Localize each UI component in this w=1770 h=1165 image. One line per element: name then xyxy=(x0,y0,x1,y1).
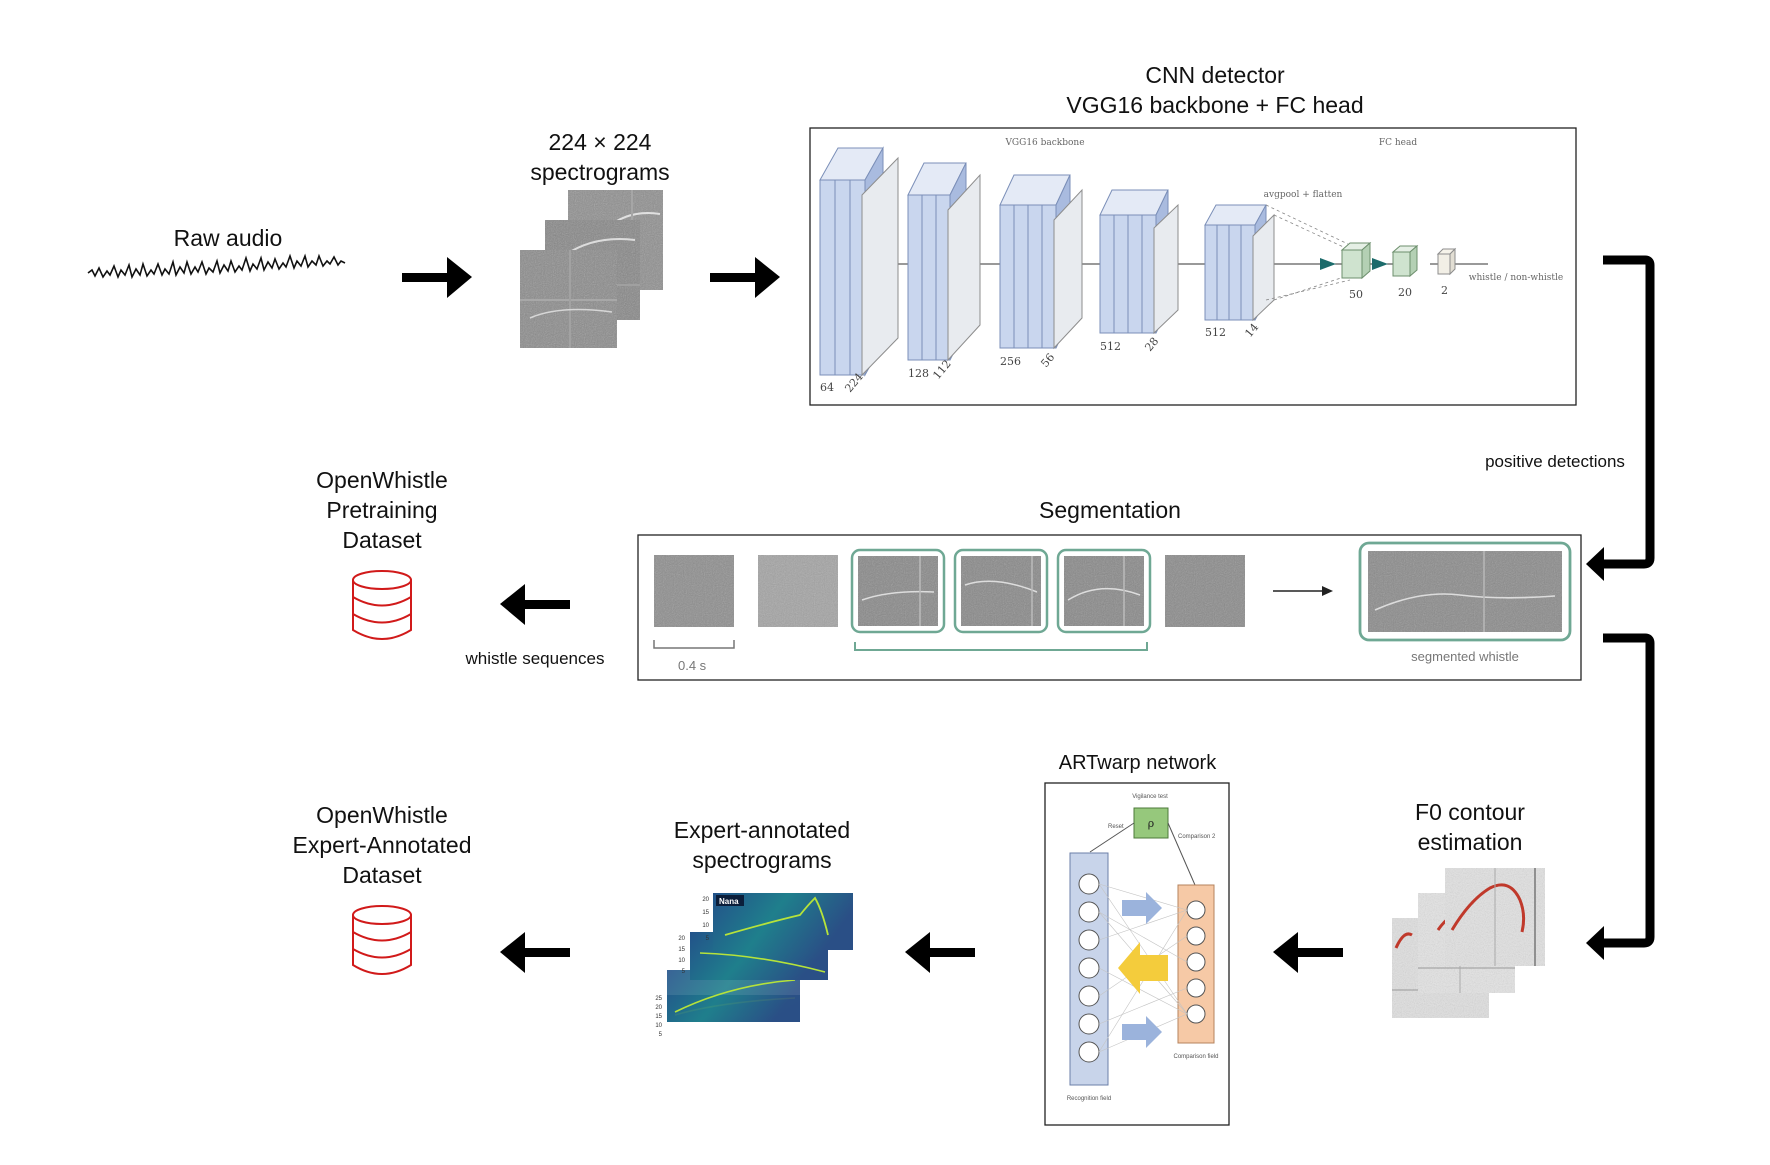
f0-contour-stack xyxy=(1392,868,1545,1018)
tick-a-0: 20 xyxy=(702,897,709,903)
vgg-block-3-channels: 256 xyxy=(1000,355,1021,368)
fc-layer-20-label: 20 xyxy=(1398,286,1412,299)
waveform xyxy=(87,253,346,280)
vgg-block-1-channels: 64 xyxy=(820,381,834,394)
vgg-block-2-channels: 128 xyxy=(908,367,929,380)
vgg-block-4-channels: 512 xyxy=(1100,340,1121,353)
tick-c-1: 20 xyxy=(655,1005,662,1011)
seg-scale-label: 0.4 s xyxy=(678,658,707,673)
cnn-head-label: FC head xyxy=(1379,138,1417,148)
database-icon xyxy=(352,905,412,975)
tick-c-3: 10 xyxy=(655,1023,662,1029)
cnn-detector-title: CNN detector VGG16 backbone + FC head xyxy=(1066,62,1364,118)
spectrogram-stack xyxy=(520,190,663,348)
segmentation-panel: 0.4 s segmented whistle xyxy=(637,534,1582,681)
arrow-audio-to-spec xyxy=(402,257,472,298)
raw-audio-label: Raw audio xyxy=(173,225,283,251)
expert-dataset-label: OpenWhistle Expert-Annotated Dataset xyxy=(292,802,472,888)
spectrograms-label: 224 × 224 spectrograms xyxy=(530,129,670,185)
cnn-backbone-label: VGG16 backbone xyxy=(1004,138,1084,148)
arrow-expert-to-dataset xyxy=(500,932,570,973)
bracket-seg-to-f0 xyxy=(1586,633,1655,960)
expert-spectrograms-label: Expert-annotated spectrograms xyxy=(673,817,851,873)
seg-frame-3 xyxy=(850,548,946,634)
expert-spectrogram-stack: 25 20 15 10 5 20 15 10 5 Nana 20 15 10 5 xyxy=(655,893,853,1038)
artwarp-vigilance: Vigilance test xyxy=(1132,794,1168,800)
fc-layer-2-label: 2 xyxy=(1441,284,1448,297)
fc-layer-50-label: 50 xyxy=(1349,288,1363,301)
fc-layer-20: 20 xyxy=(1391,244,1419,299)
tick-c-4: 5 xyxy=(659,1032,663,1038)
tick-c-0: 25 xyxy=(655,996,662,1002)
artwarp-reset: Reset xyxy=(1108,824,1124,830)
cnn-pool-label: avgpool + flatten xyxy=(1264,190,1343,200)
seg-frame-2 xyxy=(758,555,838,627)
seg-frame-1 xyxy=(654,555,734,627)
seg-frame-6 xyxy=(1165,555,1245,627)
arrow-artwarp-to-expert xyxy=(905,932,975,973)
fc-layer-2: 2 xyxy=(1436,247,1457,297)
positive-detections-label: positive detections xyxy=(1485,452,1625,471)
arrow-spec-to-cnn xyxy=(710,257,780,298)
vgg-block-4: 512 28 xyxy=(1099,189,1179,354)
cnn-output-label: whistle / non-whistle xyxy=(1469,273,1563,283)
artwarp-comparison-field: Comparison field xyxy=(1173,1054,1218,1060)
artwarp-comparison: Comparison 2 xyxy=(1178,834,1216,840)
segmented-whistle-label: segmented whistle xyxy=(1411,649,1519,664)
artwarp-panel: Vigilance test ρ Reset Comparison 2 xyxy=(1044,782,1230,1126)
seg-frame-5 xyxy=(1056,548,1152,634)
whistle-sequences-label: whistle sequences xyxy=(465,649,605,668)
artwarp-title: ARTwarp network xyxy=(1058,752,1217,774)
fc-layer-50: 50 xyxy=(1340,241,1372,301)
artwarp-rho: ρ xyxy=(1148,817,1154,830)
tick-a-2: 10 xyxy=(702,923,709,929)
expert-panel-label: Nana xyxy=(719,897,739,906)
tick-a-1: 15 xyxy=(702,910,709,916)
artwarp-recognition: Recognition field xyxy=(1067,1096,1111,1102)
vgg-block-3: 256 56 xyxy=(999,174,1083,370)
seg-frame-4 xyxy=(953,548,1049,634)
database-icon xyxy=(352,570,412,640)
vgg-block-5-channels: 512 xyxy=(1205,326,1226,339)
pretraining-dataset-label: OpenWhistle Pretraining Dataset xyxy=(316,467,448,553)
tick-a-3: 5 xyxy=(706,936,710,942)
arrow-f0-to-artwarp xyxy=(1273,932,1343,973)
segmented-whistle xyxy=(1358,541,1572,642)
vgg-block-2: 128 112 xyxy=(907,162,981,382)
cnn-detector-panel: VGG16 backbone FC head avgpool + flatten… xyxy=(809,127,1577,406)
f0-contour-label: F0 contour estimation xyxy=(1415,799,1525,855)
tick-b-0: 20 xyxy=(678,936,685,942)
segmentation-title: Segmentation xyxy=(1039,497,1181,523)
bracket-cnn-to-seg xyxy=(1586,255,1655,581)
tick-b-3: 5 xyxy=(682,969,686,975)
tick-b-2: 10 xyxy=(678,958,685,964)
tick-b-1: 15 xyxy=(678,947,685,953)
arrow-seg-to-pretraining xyxy=(500,584,570,625)
tick-c-2: 15 xyxy=(655,1014,662,1020)
